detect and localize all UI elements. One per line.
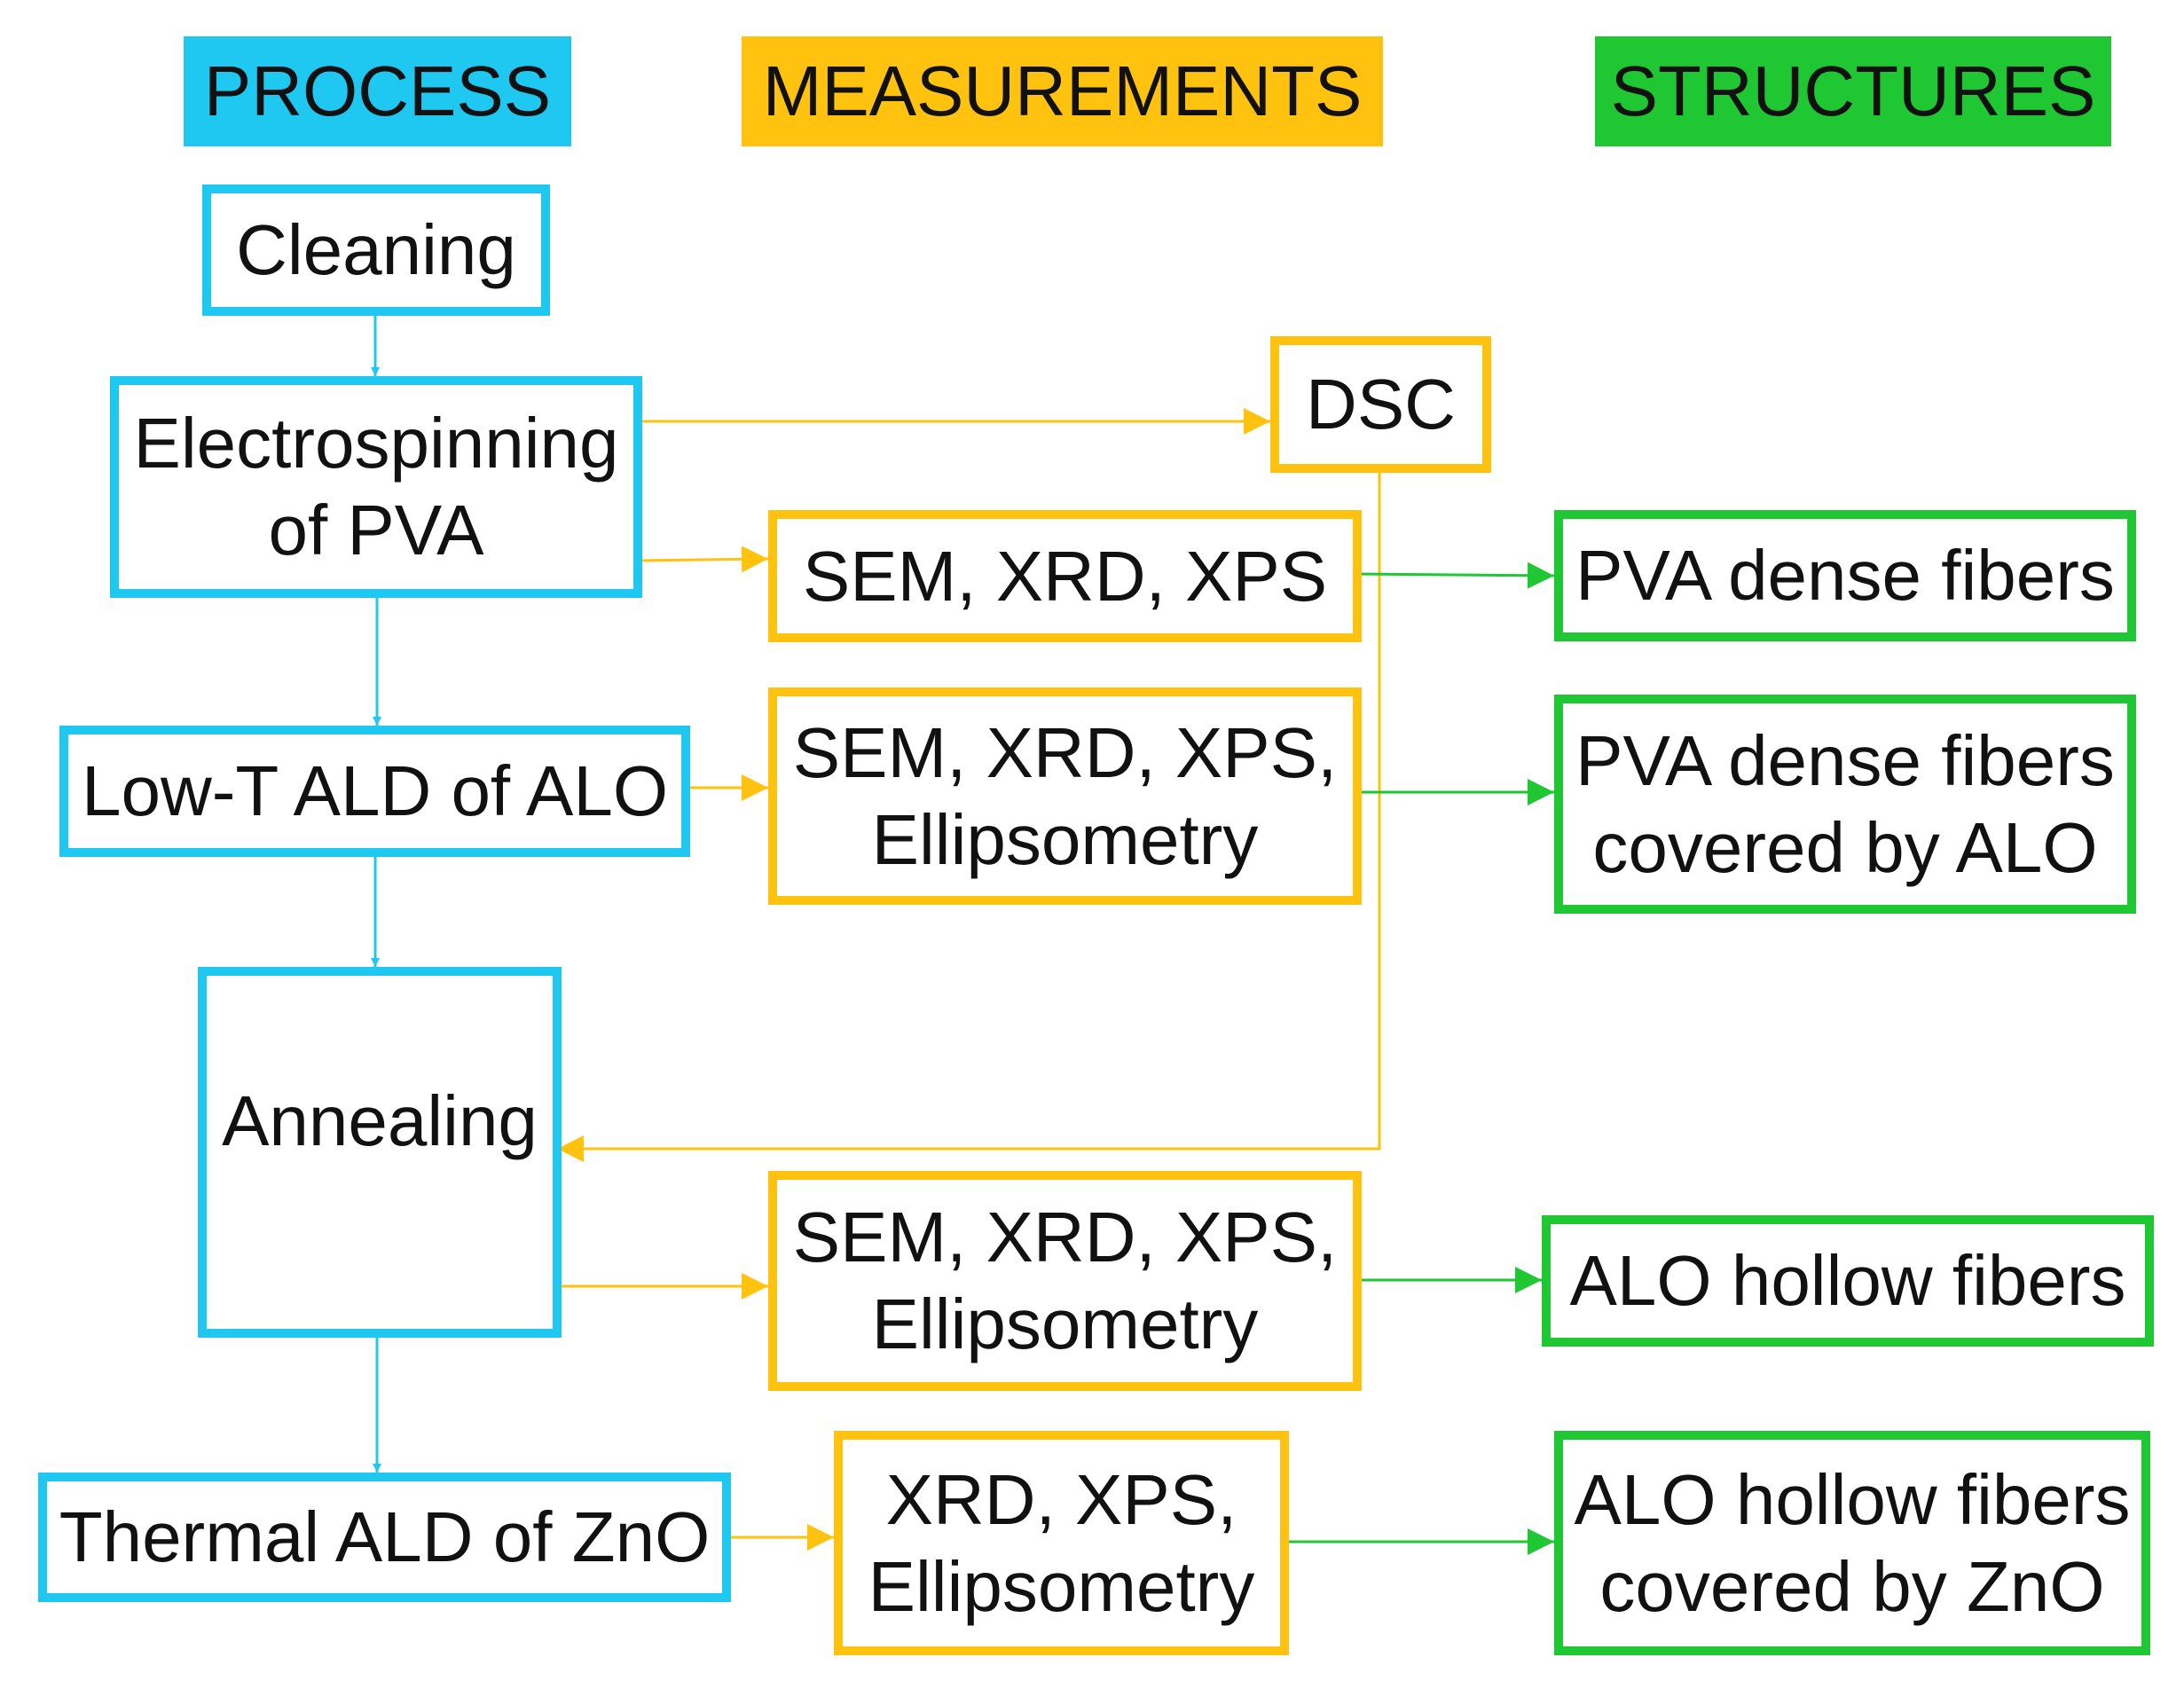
thermal-ald-box: Thermal ALD of ZnO [38, 1473, 731, 1602]
structure-3-label: ALO hollow fibers [1569, 1241, 2126, 1321]
structure-1-label: PVA dense fibers [1575, 536, 2115, 616]
measurement-box-1: SEM, XRD, XPS [768, 510, 1362, 642]
low-t-ald-box: Low-T ALD of ALO [59, 726, 690, 857]
measurement-2-label-line1: SEM, XRD, XPS, [792, 712, 1338, 792]
structure-box-4: ALO hollow fibers covered by ZnO [1554, 1431, 2150, 1655]
electrospinning-label-line2: of PVA [268, 491, 484, 569]
structure-4-label-line1: ALO hollow fibers [1574, 1459, 2131, 1539]
measurement-4-label-line1: XRD, XPS, [885, 1459, 1237, 1539]
annealing-label: Annealing [222, 1081, 538, 1160]
electrospinning-label-line1: Electrospinning [133, 404, 619, 483]
structures-header: STRUCTURES [1595, 36, 2111, 146]
electrospinning-box: Electrospinning of PVA [110, 376, 642, 598]
annealing-box: Annealing [198, 967, 562, 1338]
arrow-electrospinning-to-m1 [637, 546, 769, 573]
measurement-3-label-line1: SEM, XRD, XPS, [792, 1198, 1338, 1277]
measurement-4-label-line2: Ellipsometry [868, 1546, 1255, 1626]
measurement-box-4: XRD, XPS, Ellipsometry [834, 1431, 1289, 1655]
measurement-box-3: SEM, XRD, XPS, Ellipsometry [768, 1171, 1362, 1391]
measurement-box-2: SEM, XRD, XPS, Ellipsometry [768, 687, 1362, 905]
structure-4-label-line2: covered by ZnO [1599, 1546, 2105, 1626]
measurement-2-label-line2: Ellipsometry [871, 799, 1259, 879]
thermal-ald-label: Thermal ALD of ZnO [59, 1497, 711, 1577]
low-t-ald-label: Low-T ALD of ALO [81, 751, 669, 831]
arrow-dsc-to-annealing [557, 468, 1381, 1162]
measurement-1-label: SEM, XRD, XPS [802, 536, 1328, 616]
structure-2-label-line2: covered by ALO [1592, 807, 2098, 887]
process-header: PROCESS [184, 36, 571, 146]
arrow-m1-to-s1 [1356, 562, 1555, 589]
structure-box-1: PVA dense fibers [1554, 510, 2136, 641]
cleaning-box: Cleaning [202, 185, 550, 316]
structure-2-label-line1: PVA dense fibers [1575, 720, 2115, 800]
dsc-box: DSC [1270, 336, 1491, 473]
structure-box-2: PVA dense fibers covered by ALO [1554, 695, 2136, 914]
structure-box-3: ALO hollow fibers [1542, 1215, 2154, 1347]
cleaning-label: Cleaning [236, 210, 516, 290]
measurements-header: MEASUREMENTS [742, 36, 1383, 146]
measurement-3-label-line2: Ellipsometry [871, 1284, 1259, 1363]
dsc-label: DSC [1306, 365, 1456, 444]
